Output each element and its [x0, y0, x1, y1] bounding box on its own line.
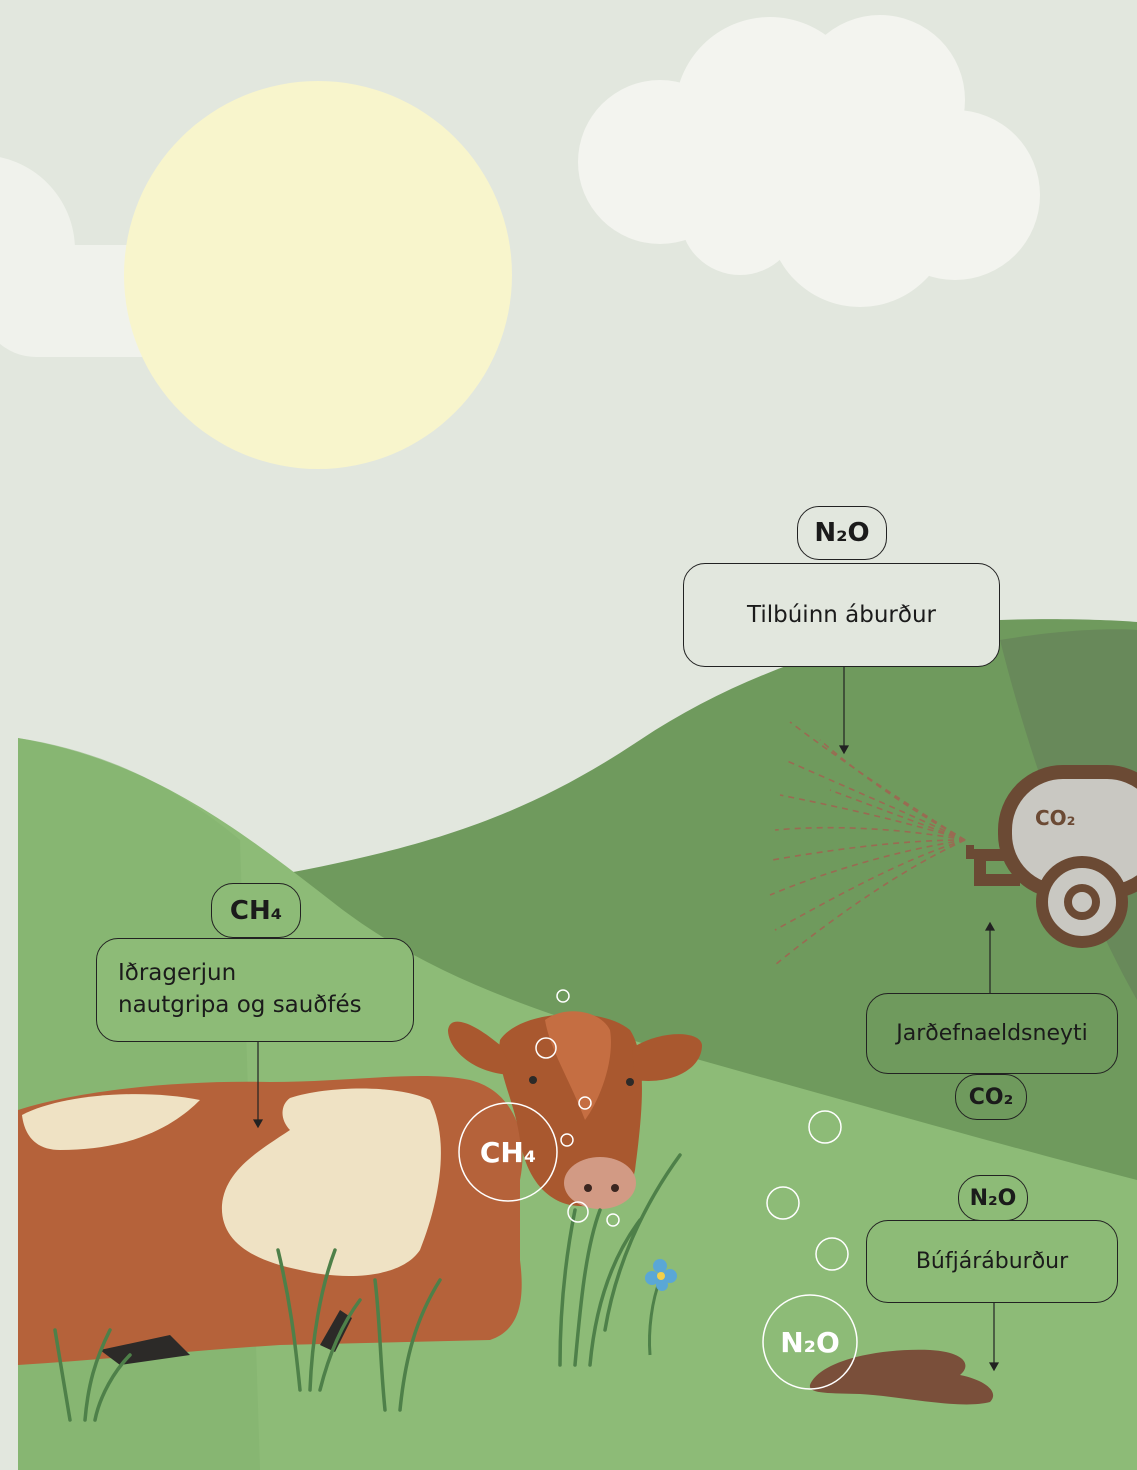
manure-label-box: Búfjáráburður [866, 1220, 1118, 1303]
fertilizer-spray [769, 721, 966, 966]
gas-bubbles [458, 989, 858, 1390]
manure-label-text: Búfjáráburður [915, 1249, 1069, 1274]
fertilizer-label-text: Tilbúinn áburður [747, 602, 936, 628]
enteric-label-line1: Iðragerjun [118, 960, 237, 986]
manure-gas-text: N₂O [969, 1185, 1017, 1211]
fuel-label-text: Jarðefnaeldsneyti [896, 1021, 1088, 1046]
enteric-label-box: Iðragerjun nautgripa og sauðfés [96, 938, 414, 1042]
fuel-gas-text: CO₂ [968, 1084, 1014, 1110]
fertilizer-label-box: Tilbúinn áburður [683, 563, 1000, 667]
manure-tanker [966, 765, 1137, 948]
flower [645, 1259, 677, 1356]
tanker-gas-label: CO₂ [1035, 806, 1075, 830]
fertilizer-gas-pill: N₂O [797, 506, 887, 560]
grass [53, 1153, 682, 1422]
fertilizer-gas-text: N₂O [814, 518, 870, 548]
enteric-label-line2: nautgripa og sauðfés [118, 992, 362, 1018]
manure-puddle [809, 1349, 994, 1405]
cow [18, 1011, 702, 1365]
enteric-gas-pill: CH₄ [211, 883, 301, 938]
enteric-gas-text: CH₄ [229, 895, 283, 926]
fuel-label-box: Jarðefnaeldsneyti [866, 993, 1118, 1074]
fuel-gas-pill: CO₂ [955, 1074, 1027, 1120]
cow-gas-text: CH₄ [479, 1135, 537, 1169]
manure-gas-pill: N₂O [958, 1175, 1028, 1221]
manure-gas-bubble-text: N₂O [780, 1325, 840, 1359]
sun [124, 81, 512, 469]
manure-gas-bubble-label: N₂O [763, 1295, 857, 1389]
arrows [252, 667, 1000, 1372]
cow-gas-bubble-label: CH₄ [459, 1103, 557, 1201]
tanker-gas-text: CO₂ [1035, 806, 1076, 830]
cloud-right [578, 15, 1040, 307]
